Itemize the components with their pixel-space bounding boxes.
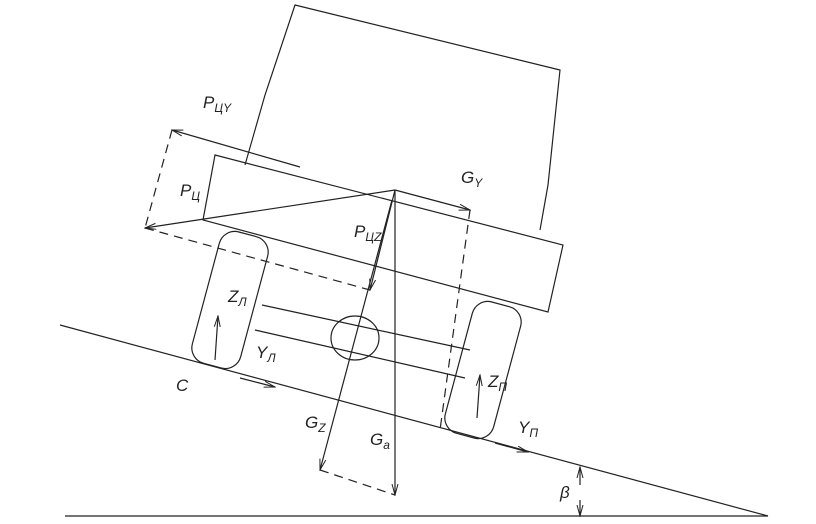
label-y-p: YП [518,418,538,440]
label-g-y: GY [461,168,483,190]
label-z-p: ZП [487,372,507,394]
vehicle-cab [244,4,561,231]
label-p-cz: PЦZ [354,222,382,244]
label-c: C [176,376,189,395]
force-z-l-arrow [215,316,218,361]
label-g-a: Ga [370,430,390,452]
label-beta: β [559,483,570,502]
force-y-p-arrow [494,442,528,453]
force-y-l-arrow [239,377,275,387]
force-z-p-arrow [477,375,480,419]
dashed-construction [439,209,471,431]
dashed-construction [319,469,396,496]
right-wheel [444,300,522,440]
label-p-c: PЦ [180,181,200,203]
axle [254,304,471,379]
label-y-l: YЛ [256,343,276,365]
left-wheel [191,230,269,370]
label-g-z: GZ [305,413,326,435]
slope-line [59,324,769,517]
force-p-c-arrow [145,189,396,228]
dashed-construction [144,129,173,229]
dashed-construction [144,227,371,291]
label-z-l: ZЛ [227,287,247,309]
label-p-cy: PЦY [203,93,232,115]
force-p-cy-arrow [172,129,301,168]
force-g-y-arrow [394,189,470,211]
vehicle-body [202,154,564,313]
force-g-z-arrow [319,199,393,470]
